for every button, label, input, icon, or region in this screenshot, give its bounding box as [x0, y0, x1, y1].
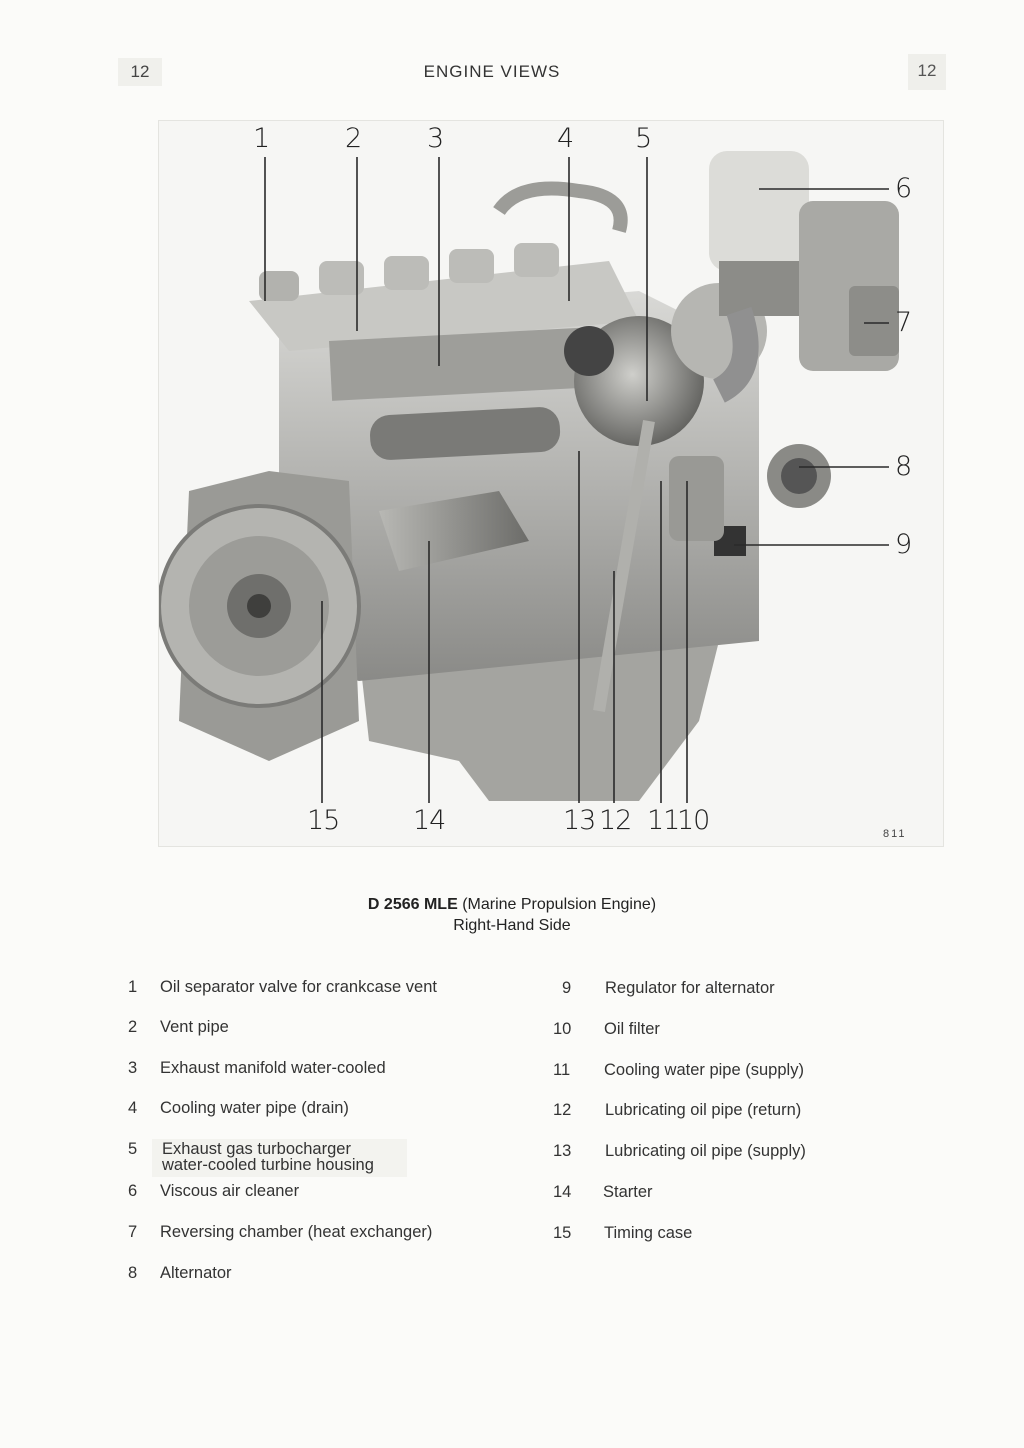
callout-10: 10 — [677, 805, 710, 836]
callout-3: 3 — [427, 123, 444, 154]
legend-text: Starter — [603, 1183, 653, 1201]
callout-9: 9 — [895, 529, 912, 560]
callout-1: 1 — [253, 123, 270, 154]
caption-model: D 2566 MLE — [367, 896, 458, 913]
engine-illustration — [159, 151, 899, 803]
oil-filter — [669, 456, 724, 541]
legend-number: 4 — [128, 1099, 138, 1117]
legend-text: Cooling water pipe (drain) — [160, 1099, 349, 1117]
legend-text: Oil filter — [604, 1020, 660, 1038]
legend-number: 9 — [562, 979, 572, 997]
legend-number: 1 — [128, 978, 138, 996]
legend-text: Exhaust gas turbocharger — [162, 1140, 351, 1158]
legend-text: Oil separator valve for crankcase vent — [160, 978, 437, 996]
exhaust-manifold — [329, 327, 582, 401]
callout-13: 13 — [563, 805, 596, 836]
cylinder-heads — [249, 261, 639, 351]
callout-5: 5 — [635, 123, 652, 154]
engine-figure: 1 2 3 4 5 6 7 8 9 15 14 13 12 11 10 811 — [158, 120, 944, 847]
oil-sump — [359, 641, 719, 801]
caption-description: (Marine Propulsion Engine) — [462, 896, 657, 913]
cooling-pipe — [493, 181, 628, 233]
legend-text: Regulator for alternator — [605, 979, 775, 997]
callout-6: 6 — [895, 173, 912, 204]
callout-4: 4 — [557, 123, 574, 154]
legend-number: 13 — [553, 1142, 572, 1160]
legend-text: Vent pipe — [160, 1018, 229, 1036]
legend-number: 12 — [553, 1101, 572, 1119]
legend-text: Cooling water pipe (supply) — [604, 1061, 804, 1079]
legend-text: Exhaust manifold water-cooled — [160, 1059, 386, 1077]
legend-number: 2 — [128, 1018, 138, 1036]
legend-text: Alternator — [160, 1264, 232, 1282]
callout-15: 15 — [307, 805, 340, 836]
caption-side: Right-Hand Side — [453, 917, 571, 934]
legend-text: Viscous air cleaner — [160, 1182, 300, 1200]
legend-number: 7 — [128, 1223, 138, 1241]
legend-number: 10 — [553, 1020, 572, 1038]
callout-7: 7 — [895, 307, 912, 338]
legend-text: Lubricating oil pipe (return) — [605, 1101, 802, 1119]
leader-lines — [264, 157, 889, 803]
callout-14: 14 — [413, 805, 446, 836]
paste-over-patch — [152, 1139, 407, 1177]
legend-text: Reversing chamber (heat exchanger) — [160, 1223, 433, 1241]
legend-text-line2: water-cooled turbine housing — [162, 1156, 374, 1174]
air-cleaner — [709, 151, 809, 271]
legend-number: 3 — [128, 1059, 138, 1077]
page-title: ENGINE VIEWS — [423, 62, 561, 81]
figure-number: 811 — [883, 828, 907, 840]
callout-8: 8 — [895, 451, 912, 482]
starter — [379, 491, 529, 571]
legend-number: 11 — [553, 1061, 571, 1079]
page-number-left: 12 — [118, 58, 162, 86]
page-number-right: 12 — [908, 54, 946, 90]
legend-number: 15 — [553, 1224, 572, 1242]
legend-number: 6 — [128, 1182, 138, 1200]
legend-number: 14 — [553, 1183, 572, 1201]
legend-text: Lubricating oil pipe (supply) — [605, 1142, 806, 1160]
callout-12: 12 — [599, 805, 632, 836]
legend-number: 5 — [128, 1140, 138, 1158]
legend-text: Timing case — [604, 1224, 693, 1242]
callout-2: 2 — [345, 123, 362, 154]
caption-model-line: D 2566 MLE (Marine Propulsion Engine) — [0, 896, 1024, 914]
callout-11: 11 — [647, 805, 680, 836]
legend-number: 8 — [128, 1264, 138, 1282]
